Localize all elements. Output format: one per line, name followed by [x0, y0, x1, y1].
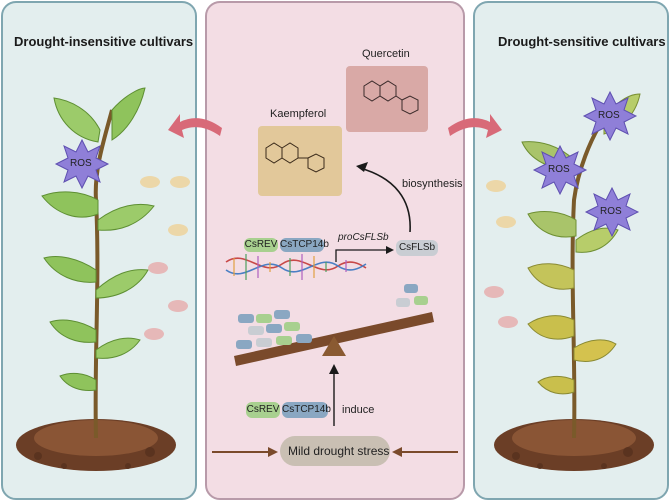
right-pink-arrow: [448, 114, 502, 138]
quercetin-box: [346, 66, 428, 132]
pile-box: [238, 314, 254, 323]
left-plant: [16, 87, 176, 471]
gene-csflsb: CsFLSb: [396, 240, 438, 256]
pile-box: [296, 334, 312, 343]
pile-box: [266, 324, 282, 333]
left-pellet: [170, 176, 190, 188]
left-pellet: [168, 300, 188, 312]
pile-box: [404, 284, 418, 293]
left-pellet: [144, 328, 164, 340]
promoter-arrow: [335, 249, 386, 262]
pile-box: [256, 314, 272, 323]
left-pellet: [148, 262, 168, 274]
pile-box: [414, 296, 428, 305]
right-ros-star-1: [582, 90, 638, 142]
kaempferol-structure: [265, 142, 325, 173]
promoter-label: proCsFLSb: [338, 232, 389, 243]
right-ros-label-3: ROS: [600, 206, 622, 217]
right-ros-label-1: ROS: [598, 110, 620, 121]
biosynthesis-label: biosynthesis: [402, 178, 463, 190]
stress-pill: [280, 436, 390, 466]
pile-box: [274, 310, 290, 319]
left-ros-label: ROS: [70, 158, 92, 169]
right-pellet: [498, 316, 518, 328]
bottom-gene-cstcp14b: CsTCP14b: [282, 402, 331, 418]
gene-csrev: CsREV: [244, 238, 278, 252]
stress-label: Mild drought stress: [288, 444, 390, 458]
right-ros-star-3: [584, 186, 640, 238]
right-ros-star-2: [532, 144, 588, 196]
biosynthesis-arrowhead: [356, 162, 368, 172]
pile-box: [236, 340, 252, 349]
dna-helix: [225, 254, 367, 280]
left-pellet: [140, 176, 160, 188]
right-ros-label-2: ROS: [548, 164, 570, 175]
kaempferol-label: Kaempferol: [270, 108, 327, 120]
right-panel-title: Drought-sensitive cultivars: [498, 34, 666, 49]
bottom-right-arrowhead: [392, 447, 402, 457]
right-pellet: [496, 216, 516, 228]
promoter-arrowhead: [386, 246, 394, 254]
right-plant: [494, 93, 654, 471]
left-pink-arrow: [168, 114, 222, 138]
kaempferol-box: [258, 126, 342, 196]
induce-label: induce: [342, 404, 375, 416]
pile-box: [396, 298, 410, 307]
quercetin-label: Quercetin: [362, 48, 410, 60]
gene-cstcp14b: CsTCP14b: [280, 238, 329, 252]
pile-box: [276, 336, 292, 345]
left-pellet: [168, 224, 188, 236]
biosynthesis-arrow: [359, 167, 411, 233]
pile-box: [248, 326, 264, 335]
left-panel-title: Drought-insensitive cultivars: [14, 34, 194, 49]
right-pellet: [486, 180, 506, 192]
bottom-left-arrowhead: [268, 447, 278, 457]
seesaw-fulcrum: [322, 336, 346, 356]
bottom-gene-csrev: CsREV: [246, 402, 280, 418]
pile-box: [256, 338, 272, 347]
quercetin-structure: [363, 80, 419, 115]
induce-arrowhead: [329, 364, 339, 374]
left-ros-star: [54, 138, 110, 190]
pile-box: [284, 322, 300, 331]
right-pellet: [484, 286, 504, 298]
